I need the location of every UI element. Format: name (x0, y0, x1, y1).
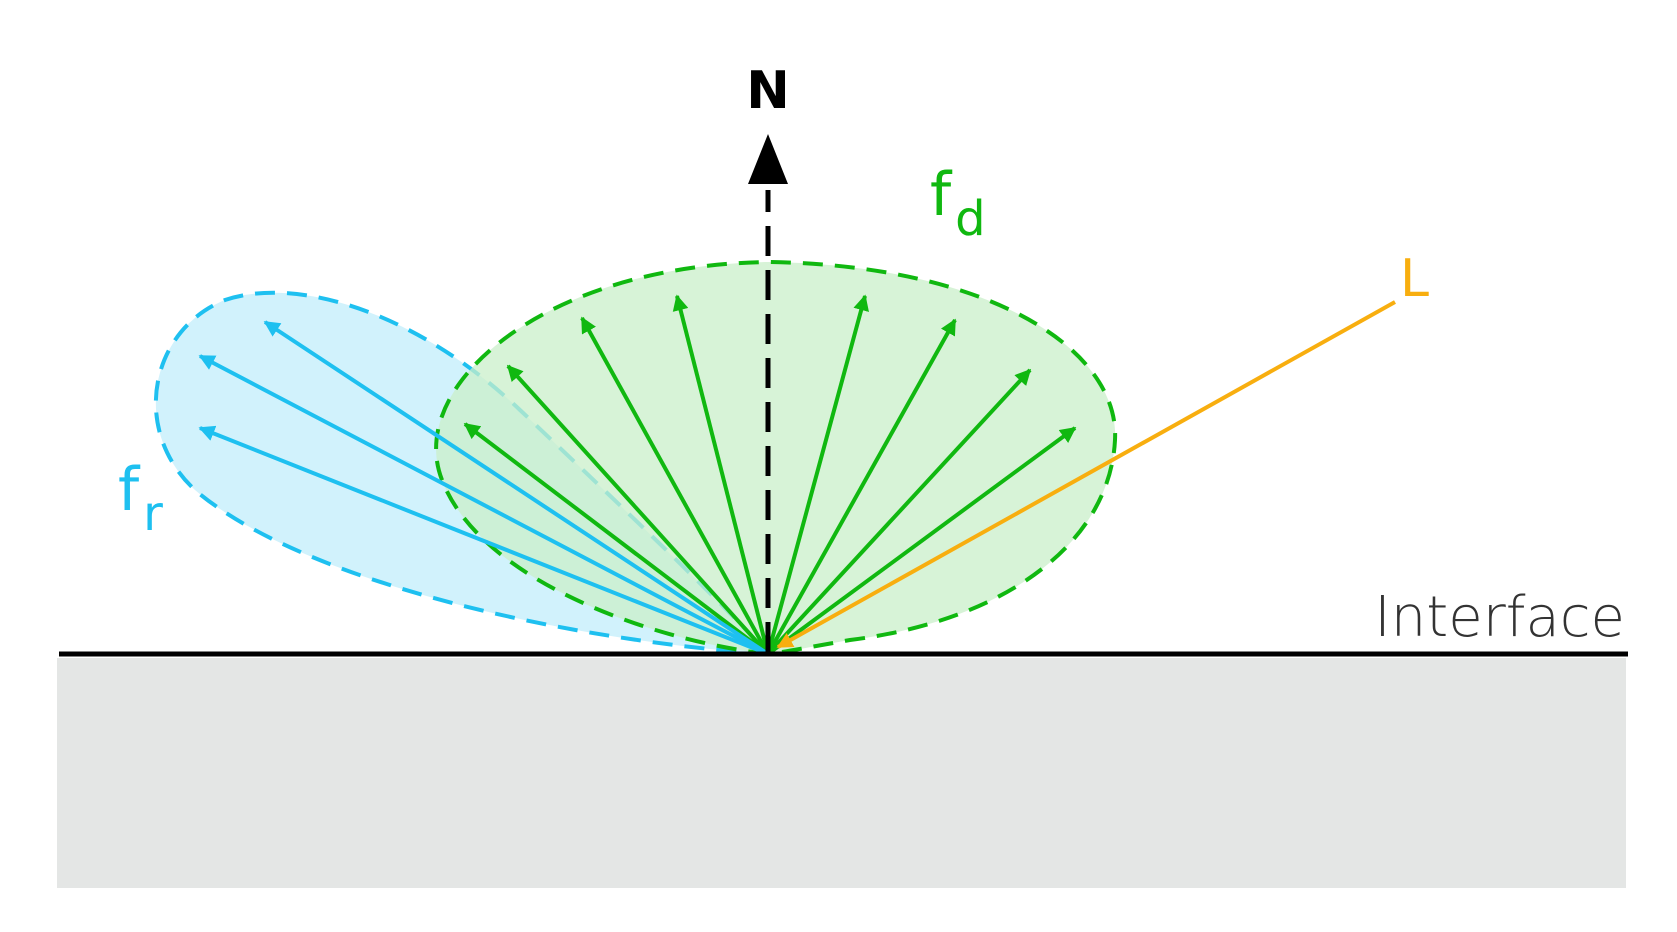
normal-label: N (746, 61, 790, 121)
surface-block (57, 658, 1626, 888)
diffuse-ray-4 (672, 294, 770, 655)
specular-ray-2 (198, 354, 769, 656)
interface-label: Interface (1374, 585, 1625, 650)
normal-arrowhead (748, 134, 788, 184)
light-label: L (1400, 249, 1429, 309)
specular-ray-3 (263, 320, 770, 656)
specular-label: f r (118, 455, 163, 542)
diffuse-rays (463, 294, 1077, 656)
specular-ray-1 (198, 425, 769, 656)
diffuse-label-base: f (930, 160, 953, 230)
diffuse-ray-8 (766, 426, 1077, 656)
diffuse-ray-6 (766, 318, 957, 655)
light-ray (776, 300, 1396, 649)
diffuse-ray-1 (463, 422, 770, 656)
diffuse-label: f d (930, 160, 986, 247)
diffuse-ray-5 (766, 294, 869, 655)
specular-label-sub: r (143, 486, 163, 542)
diffuse-ray-7 (766, 368, 1032, 656)
specular-rays (198, 320, 770, 656)
diffuse-ray-2 (506, 364, 770, 656)
specular-label-base: f (118, 455, 141, 525)
diffuse-label-sub: d (955, 191, 985, 247)
diffuse-ray-3 (580, 316, 770, 655)
